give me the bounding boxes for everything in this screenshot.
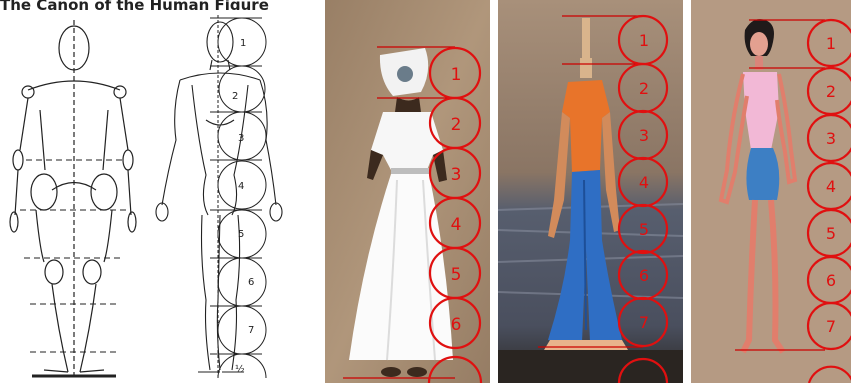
p2-label-5: 5 (639, 220, 649, 239)
p1-label-5: 5 (451, 265, 462, 285)
ref-label-half: ½ (235, 363, 245, 375)
p1-label-3: 3 (451, 165, 462, 185)
ref-label-2: 2 (232, 91, 238, 102)
p2-label-2: 2 (639, 79, 649, 98)
ref-label-4: 4 (238, 181, 244, 192)
ref-label-7: 7 (248, 325, 254, 336)
p3-label-7: 7 (826, 317, 836, 336)
p1-label-6: 6 (451, 315, 462, 335)
p2-label-4: 4 (639, 173, 649, 192)
p3-label-6: 6 (826, 271, 836, 290)
painting-pink-top-figure: 1 2 3 4 5 6 7 (691, 0, 851, 383)
p2-label-3: 3 (639, 126, 649, 145)
p2-label-7: 7 (639, 313, 649, 332)
ref-label-5: 5 (238, 229, 244, 240)
painting-orange-shirt-figure: 1 2 3 4 5 6 7 (498, 0, 683, 383)
p1-label-1: 1 (451, 65, 462, 85)
ref-label-6: 6 (248, 277, 254, 288)
p3-label-1: 1 (826, 34, 836, 53)
ref-label-1: 1 (240, 38, 246, 49)
p1-label-2: 2 (451, 115, 462, 135)
p3-label-2: 2 (826, 82, 836, 101)
p3-label-4: 4 (826, 177, 836, 196)
page-caption: The Canon of the Human Figure (0, 0, 269, 10)
p2-label-6: 6 (639, 266, 649, 285)
ref-label-3: 3 (238, 133, 244, 144)
p1-label-4: 4 (451, 215, 462, 235)
p2-label-1: 1 (639, 31, 649, 50)
p3-label-5: 5 (826, 224, 836, 243)
p3-label-3: 3 (826, 129, 836, 148)
painting-white-dress-figure: 1 2 3 4 5 6 (325, 0, 490, 383)
mannequin-outline-diagram (9, 20, 137, 378)
anatomy-proportion-diagram: 1 2 3 4 5 6 7 ½ (155, 15, 283, 380)
